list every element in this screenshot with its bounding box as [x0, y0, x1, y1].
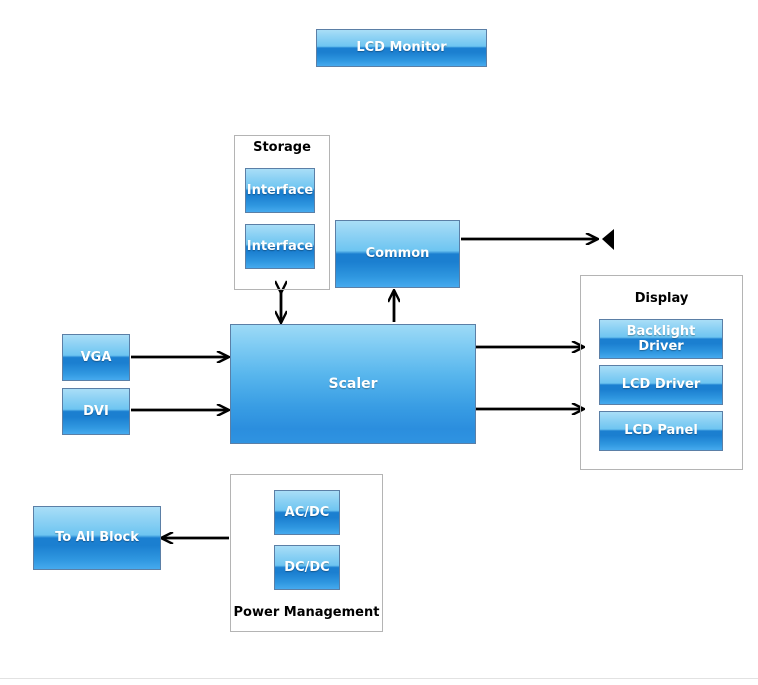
block-lcd-panel[interactable]: LCD Panel	[599, 411, 723, 451]
block-common[interactable]: Common	[335, 220, 460, 288]
block-label: Interface	[246, 182, 314, 198]
block-to-all-block[interactable]: To All Block	[33, 506, 161, 570]
block-label: AC/DC	[284, 504, 330, 520]
block-dvi[interactable]: DVI	[62, 388, 130, 435]
block-label: Backlight Driver	[626, 323, 696, 354]
bottom-divider	[0, 678, 758, 679]
group-storage-title: Storage	[253, 140, 311, 155]
block-label: LCD Monitor	[356, 40, 447, 56]
block-vga[interactable]: VGA	[62, 334, 130, 381]
block-label: To All Block	[55, 530, 139, 546]
block-interface-2[interactable]: Interface	[245, 224, 315, 269]
block-interface-1[interactable]: Interface	[245, 168, 315, 213]
block-backlight-driver[interactable]: Backlight Driver	[599, 319, 723, 359]
block-lcd-driver[interactable]: LCD Driver	[599, 365, 723, 405]
block-label: DC/DC	[284, 559, 330, 575]
group-power-management-title: Power Management	[233, 605, 380, 620]
group-power-management	[230, 474, 383, 632]
block-lcd-monitor[interactable]: LCD Monitor	[316, 29, 487, 67]
block-label: LCD Panel	[624, 423, 698, 439]
block-label: Scaler	[328, 375, 378, 392]
block-label: Interface	[246, 238, 314, 254]
group-display-title: Display	[634, 291, 689, 306]
block-dc-dc[interactable]: DC/DC	[274, 545, 340, 590]
group-display	[580, 275, 743, 470]
block-ac-dc[interactable]: AC/DC	[274, 490, 340, 535]
block-label: Common	[365, 246, 430, 262]
block-scaler[interactable]: Scaler	[230, 324, 476, 444]
speaker-icon	[602, 229, 614, 250]
block-label: LCD Driver	[621, 377, 701, 393]
block-label: DVI	[83, 403, 109, 419]
block-label: VGA	[80, 349, 112, 365]
group-storage	[234, 135, 330, 290]
